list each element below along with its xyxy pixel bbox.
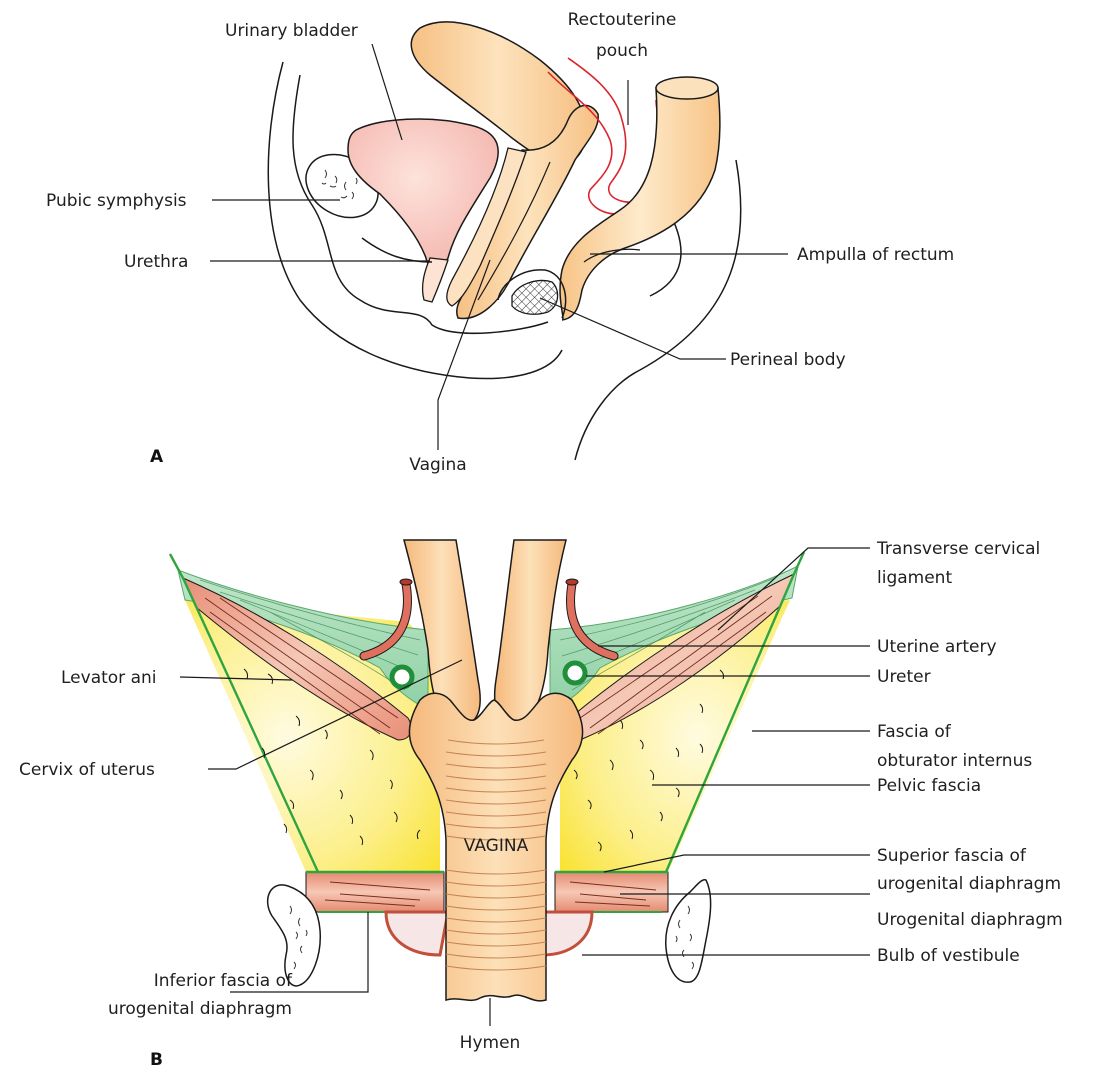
label-fascia-obturator-1: Fascia of [877, 722, 952, 742]
urogenital-diaphragm-left [306, 872, 444, 912]
panel-a-letter: A [150, 447, 164, 467]
label-uterine-artery: Uterine artery [877, 637, 997, 657]
label-fascia-obturator-2: obturator internus [877, 751, 1032, 771]
label-hymen: Hymen [460, 1033, 521, 1053]
label-transverse-cervical-2: ligament [877, 568, 952, 588]
uterine-artery-right-end [566, 579, 578, 585]
label-vagina: Vagina [409, 455, 466, 475]
label-urinary-bladder: Urinary bladder [225, 21, 358, 41]
label-pelvic-fascia: Pelvic fascia [877, 776, 981, 796]
bone-right [666, 880, 711, 982]
label-levator-ani: Levator ani [61, 668, 156, 688]
ureter-right-ring [565, 663, 585, 683]
urethra-tube [423, 258, 448, 302]
label-bulb-of-vestibule: Bulb of vestibule [877, 946, 1020, 966]
label-transverse-cervical-1: Transverse cervical [876, 539, 1040, 559]
perineal-body [512, 281, 558, 315]
vagina-inner-label: VAGINA [464, 836, 529, 856]
rectum-opening [656, 77, 718, 99]
uterine-artery-left-end [400, 579, 412, 585]
ureter-left-ring [392, 667, 412, 687]
panel-b-letter: B [150, 1050, 163, 1070]
label-perineal-body: Perineal body [730, 350, 846, 370]
label-inferior-fascia-1: Inferior fascia of [154, 971, 293, 991]
urogenital-diaphragm-right [555, 872, 668, 912]
label-urogenital-diaphragm: Urogenital diaphragm [877, 910, 1063, 930]
label-ureter: Ureter [877, 667, 931, 687]
label-urethra: Urethra [124, 252, 188, 272]
panel-b: VAGINA Transverse cervical ligament Uter… [19, 539, 1063, 1070]
bulb-of-vestibule-left [386, 912, 448, 955]
label-cervix-of-uterus: Cervix of uterus [19, 760, 155, 780]
label-ampulla-of-rectum: Ampulla of rectum [797, 245, 954, 265]
label-pubic-symphysis: Pubic symphysis [46, 191, 187, 211]
label-superior-fascia-2: urogenital diaphragm [877, 874, 1061, 894]
label-superior-fascia-1: Superior fascia of [877, 846, 1027, 866]
label-rectouterine-line1: Rectouterine [568, 10, 677, 30]
panel-a: Urinary bladder Rectouterine pouch Pubic… [46, 10, 954, 475]
label-inferior-fascia-2: urogenital diaphragm [108, 999, 292, 1019]
label-rectouterine-line2: pouch [596, 41, 648, 61]
